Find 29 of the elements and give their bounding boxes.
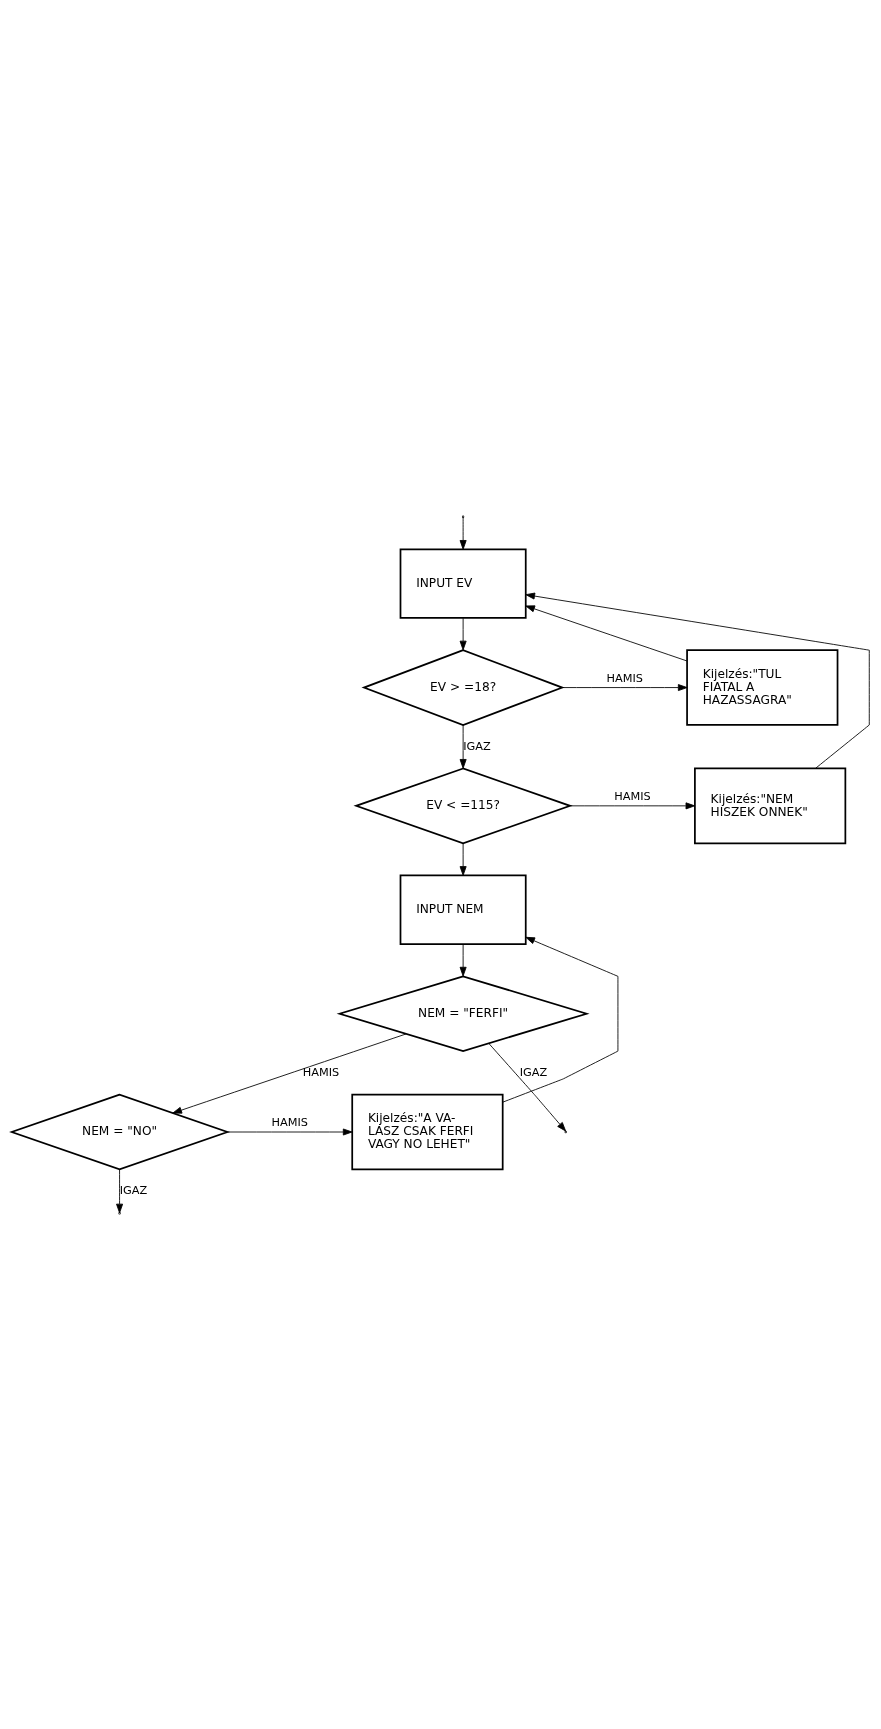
edge-label: IGAZ — [463, 739, 491, 753]
arrow — [525, 592, 870, 769]
edge-label: IGAZ — [519, 1065, 548, 1079]
arrow — [525, 604, 688, 661]
arrow — [172, 1033, 407, 1114]
edge-label: HAMIS — [271, 1115, 309, 1129]
edge-label: HAMIS — [606, 671, 643, 685]
node-diamond: NEM = "NO" — [9, 1093, 231, 1170]
arrow — [227, 1128, 353, 1135]
arrow — [570, 801, 696, 809]
node-box: Kijelzés:"NEM HISZEK ONNEK" — [694, 767, 847, 844]
node-diamond: NEM = "FERFI" — [336, 974, 590, 1052]
arrow — [488, 1042, 567, 1131]
arrow — [459, 724, 467, 769]
arrow — [561, 683, 688, 691]
edge-label: HAMIS — [614, 789, 651, 803]
arrow — [459, 842, 467, 876]
arrow — [459, 943, 467, 976]
node-box: Kijelzés:"A VA- LASZ CSAK FERFI VAGY NO LEHET" — [351, 1093, 504, 1170]
node-diamond: EV < =115? — [353, 767, 573, 844]
edge-label: HAMIS — [302, 1065, 340, 1079]
node-box: INPUT EV — [399, 547, 527, 619]
node-box: Kijelzés:"TUL FIATAL A HAZASSAGRA" — [686, 648, 839, 726]
arrow — [116, 1168, 124, 1213]
node-diamond: EV > =18? — [361, 648, 565, 726]
edge-label: IGAZ — [119, 1183, 148, 1197]
node-box: INPUT NEM — [399, 874, 527, 945]
arrow — [459, 617, 467, 650]
arrow — [502, 936, 619, 1103]
